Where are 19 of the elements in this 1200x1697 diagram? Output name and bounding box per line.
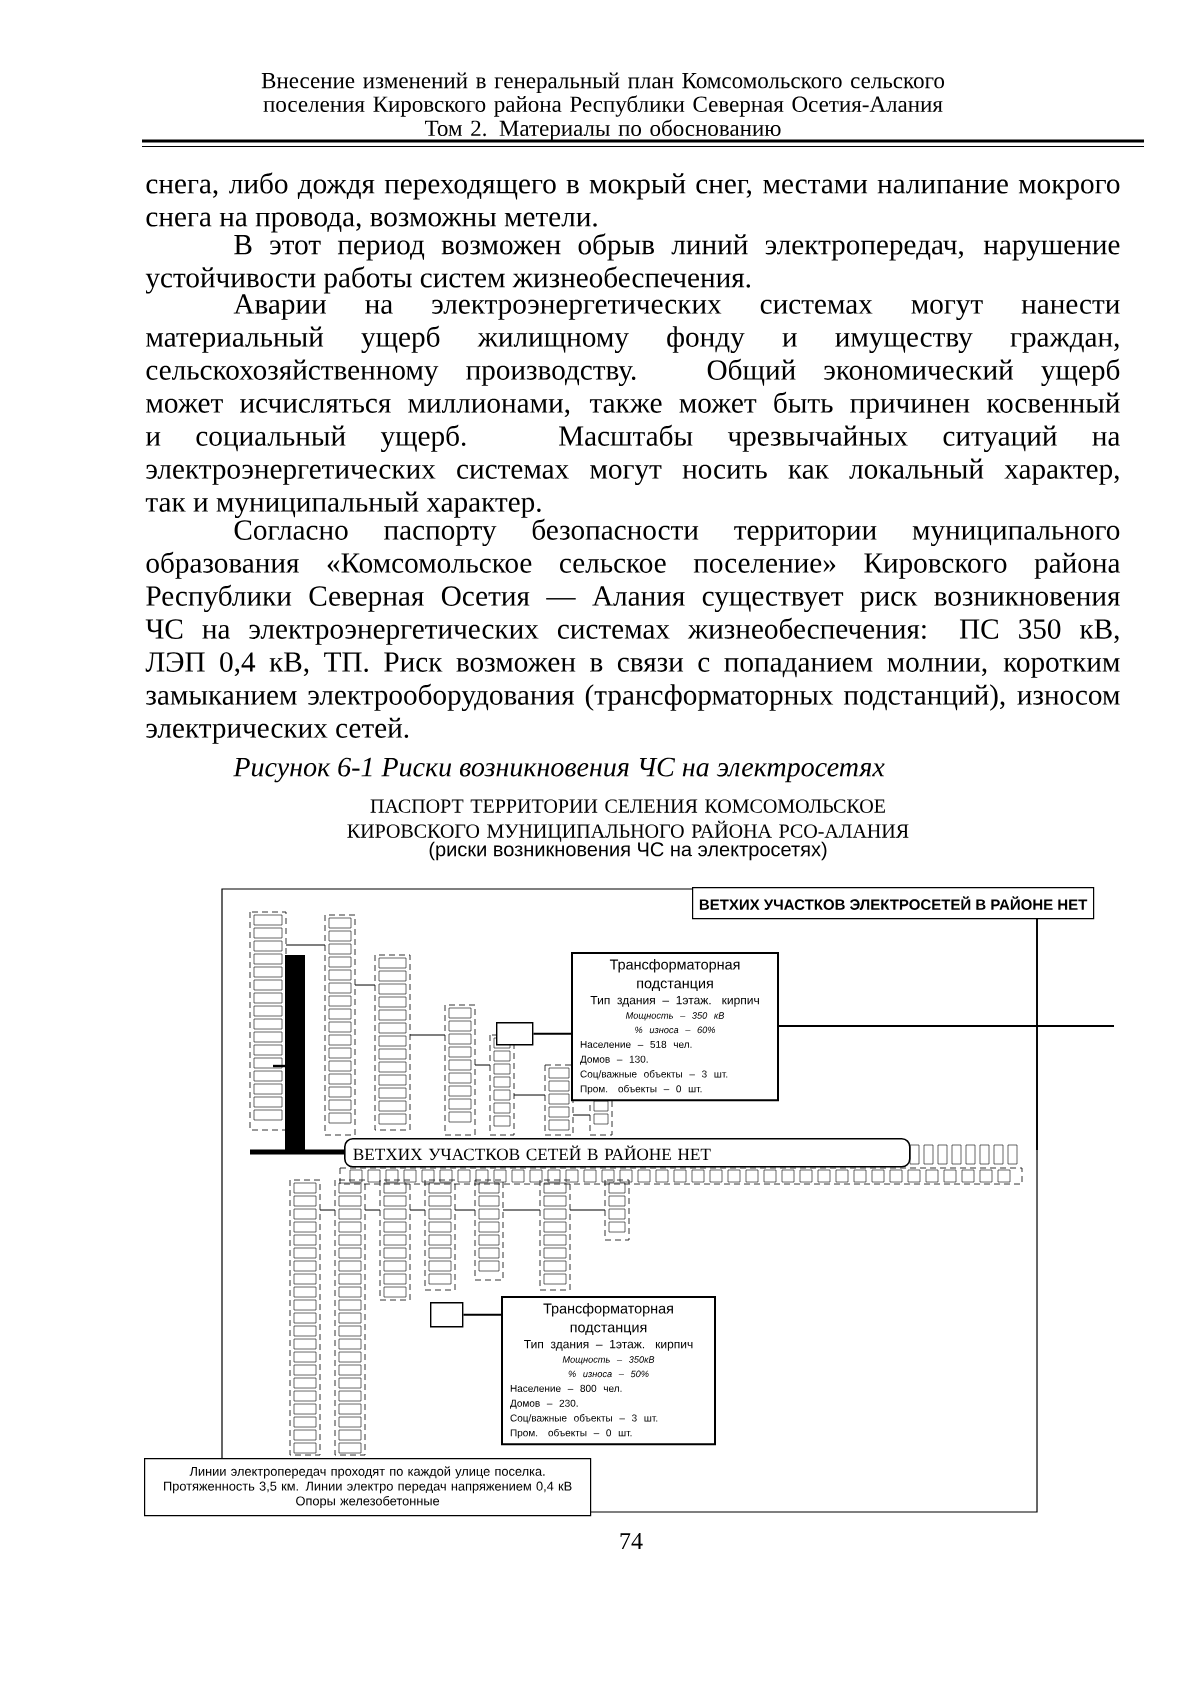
substation-symbol: [496, 1022, 534, 1046]
body-paragraph: Аварии на электроэнергетических системах могут нанести материальный ущерб жилищному фонду и имуществу граждан, сельскохозяйственному производству. Общий экономический ущерб может исчисляться миллионами, также может быть причинен косвенный и социальный ущерб. Масштабы чрезвычайных ситуаций на электроэнергетических системах могут носить как локальный характер, так и муниципальный характер.: [145, 294, 1120, 518]
diagram-subtitle: (риски возникновения ЧС на электросетях): [429, 841, 827, 861]
note-box: Линии электропередач проходят по каждой улице поселка. Протяженность 3,5 км. Линии электро передач напряжением 0,4 кВ Опоры железобетонные: [144, 1458, 592, 1517]
body-paragraph: снега, либо дождя переходящего в мокрый снег, местами налипание мокрого снега на провода, возможны метели.: [146, 172, 1120, 233]
leader-line: [462, 1313, 502, 1316]
info-box: Трансформаторная подстанция Тип здания – 1этаж. кирпич Мощность – 350кВ % износа – 50% Население – 800 чел. Домов – 230. Соц/важные объекты – 3 шт. Пром. объекты – 0 шт.: [501, 1296, 716, 1446]
running-header: Внесение изменений в генеральный план Комсомольского сельского поселения Кировского района Республики Северная Осетия-Алания: [261, 72, 945, 117]
callout-box: ВЕТХИХ УЧАСТКОВ ЭЛЕКТРОСЕТЕЙ В РАЙОНЕ НЕТ: [692, 887, 1095, 920]
leader-line: [532, 1032, 572, 1035]
body-paragraph: Согласно паспорту безопасности территории муниципального образования «Комсомольское сельское поселение» Кировского района Республики Северная Осетия — Алания существует риск возникновения ЧС на электроэнергетических системах жизнеобеспечения: ПС 350 кВ, ЛЭП 0,4 кВ, ТП. Риск возможен в связи с попаданием молнии, коротким замыканием электрооборудования (трансформаторных подстанций), износом электрических сетей.: [145, 518, 1121, 744]
diagram-title: ПАСПОРТ ТЕРРИТОРИИ СЕЛЕНИЯ КОМСОМОЛЬСКОЕ КИРОВСКОГО МУНИЦИПАЛЬНОГО РАЙОНА РСО-АЛАНИЯ: [347, 799, 909, 842]
figure-caption: Рисунок 6-1 Риски возникновения ЧС на электросетях: [233, 757, 885, 783]
running-header: Том 2. Материалы по обоснованию: [425, 119, 781, 141]
banner: ВЕТХИХ УЧАСТКОВ СЕТЕЙ В РАЙОНЕ НЕТ: [344, 1138, 911, 1168]
page-number: 74: [620, 1533, 643, 1549]
info-box: Трансформаторная подстанция Тип здания – 1этаж. кирпич Мощность – 350 кВ % износа – 60% Население – 518 чел. Домов – 130. Соц/важные объекты – 3 шт. Пром. объекты – 0 шт.: [571, 952, 779, 1102]
substation-symbol: [430, 1302, 464, 1328]
body-paragraph: В этот период возможен обрыв линий электропередач, нарушение устойчивости работы систем жизнеобеспечения.: [145, 233, 1120, 294]
